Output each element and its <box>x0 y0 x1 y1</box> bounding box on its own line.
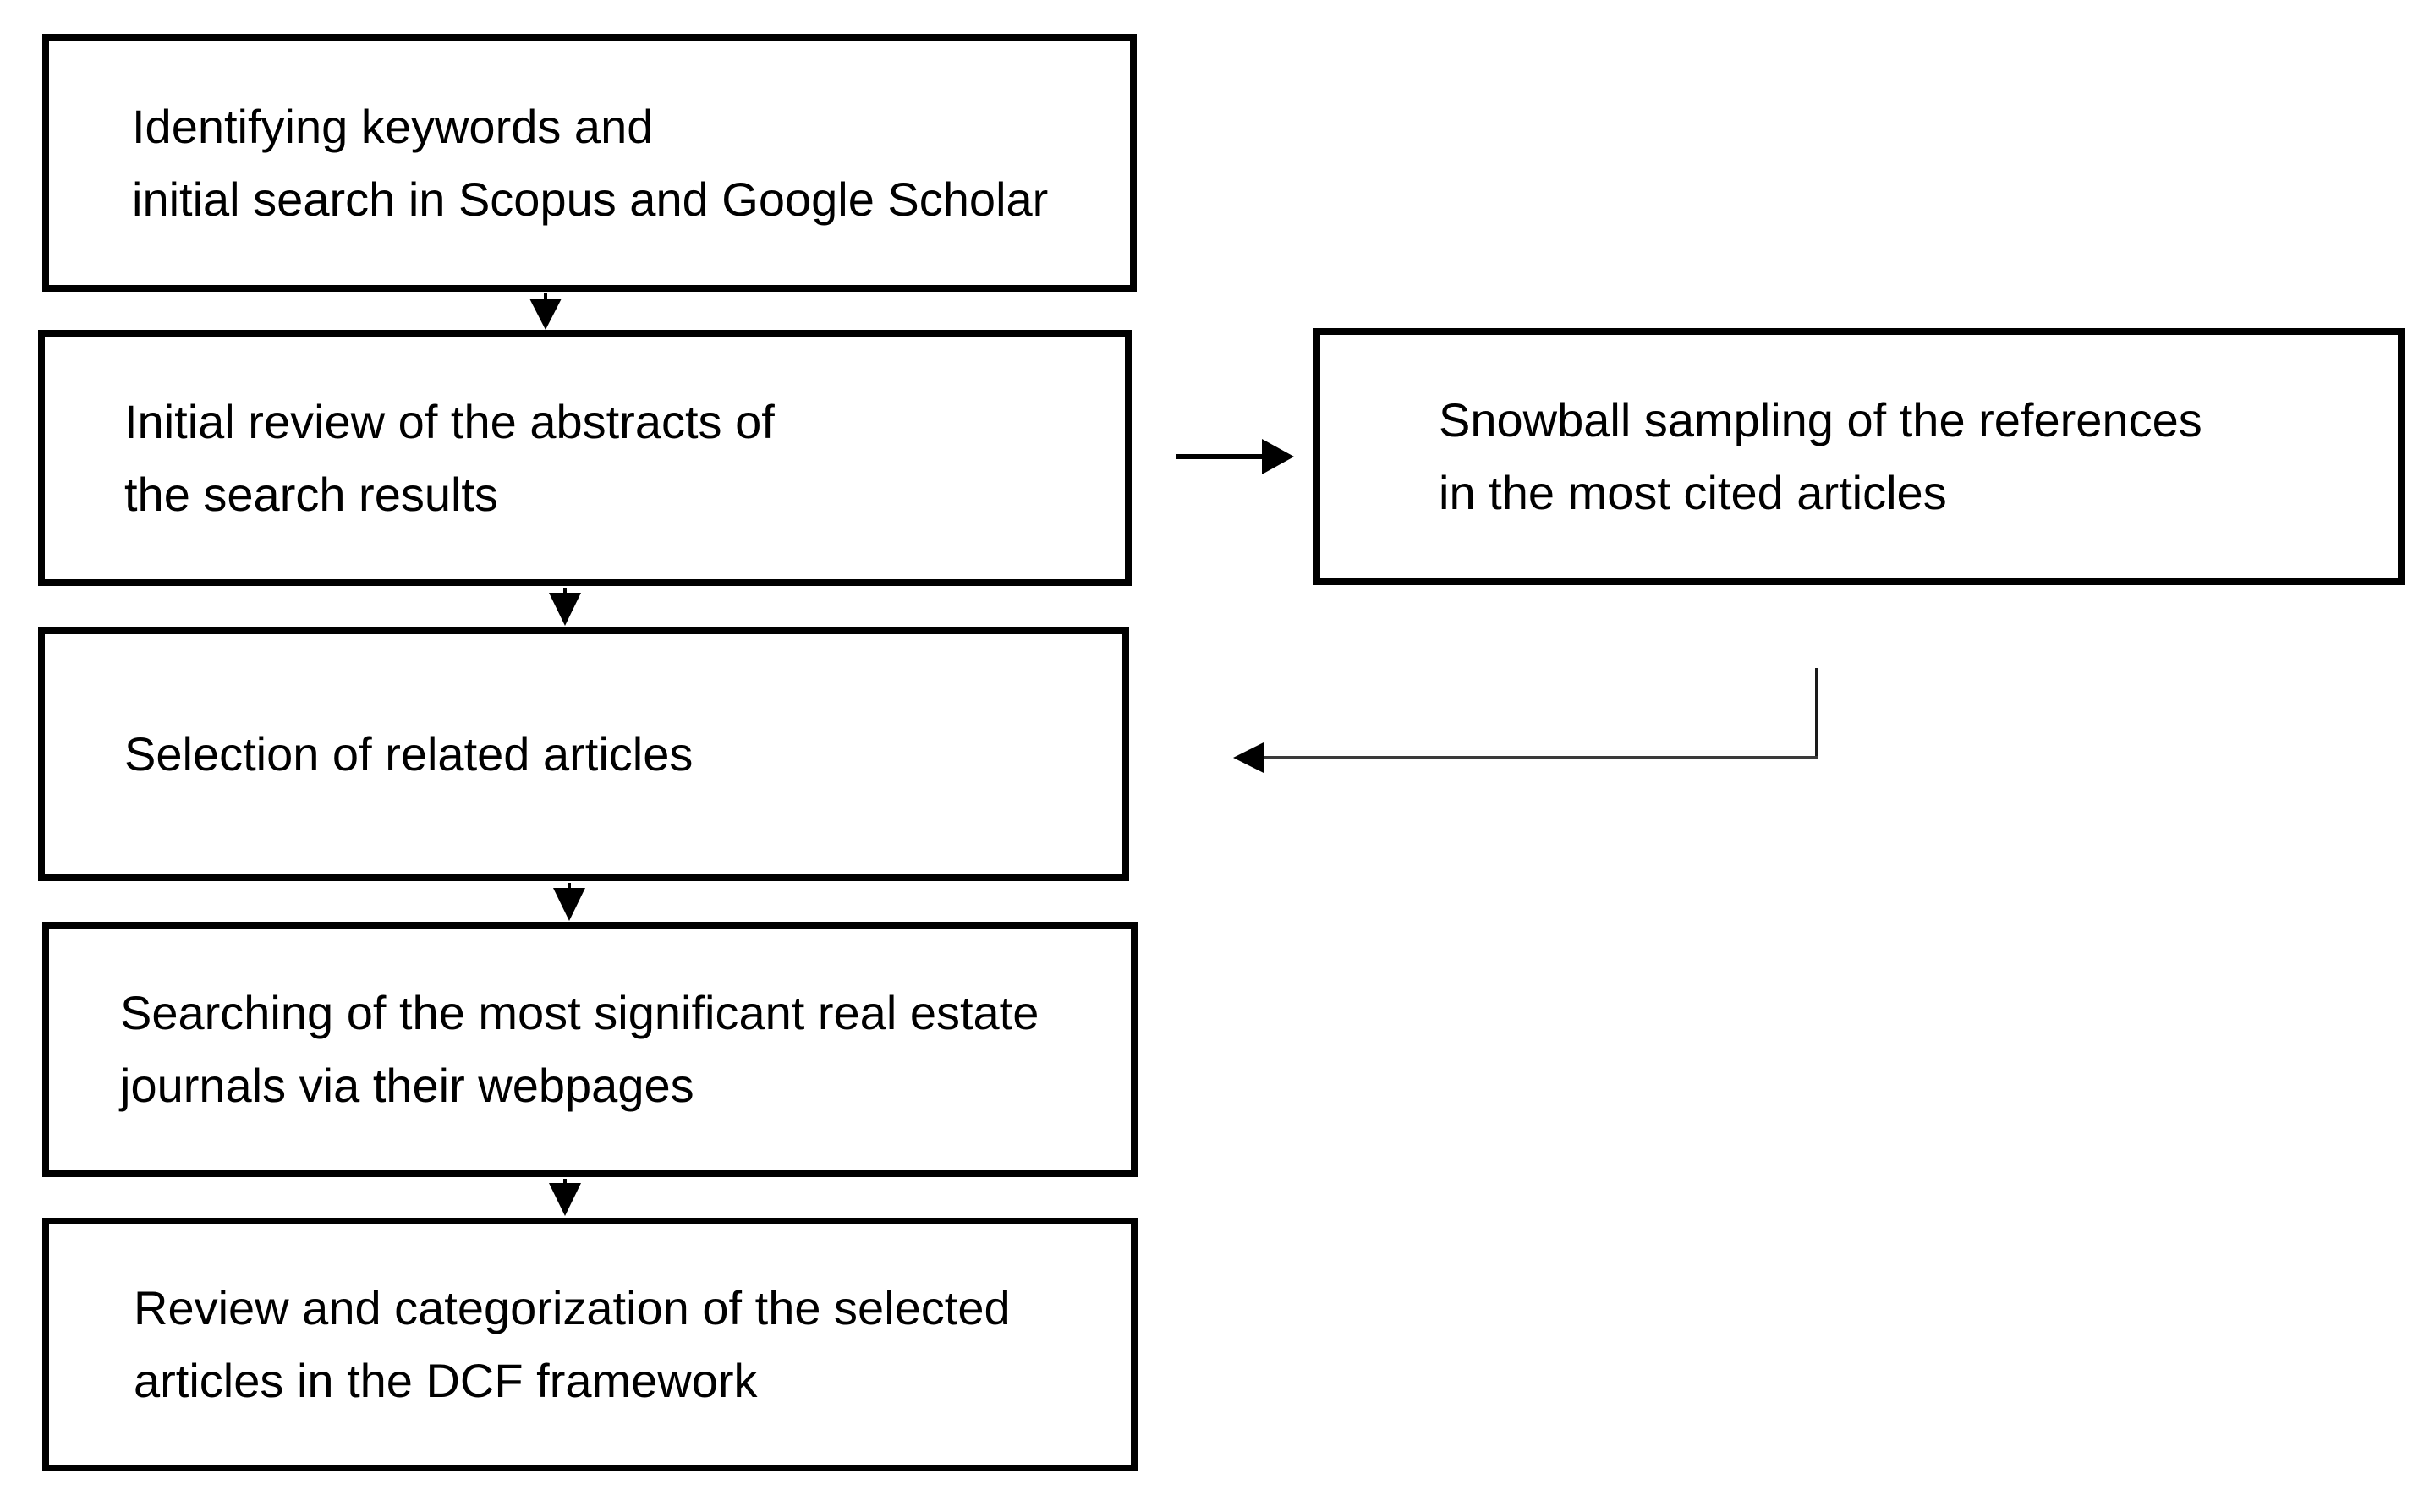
flow-box-article-selection: Selection of related articles <box>38 627 1129 881</box>
flow-box-text-line: Review and categorization of the selecte… <box>134 1281 1011 1334</box>
flow-box-text-line: articles in the DCF framework <box>134 1354 758 1407</box>
arrow-abstracts-to-snowball-icon <box>1176 439 1294 474</box>
flow-box-abstract-review: Initial review of the abstracts of the s… <box>38 330 1132 586</box>
flow-box-text-line: the search results <box>124 467 498 521</box>
flow-box-review-categorization: Review and categorization of the selecte… <box>42 1218 1138 1471</box>
arrow-snowball-to-selection-icon <box>1233 668 1818 773</box>
flow-box-text-line: Selection of related articles <box>124 727 694 781</box>
flow-box-text-line: initial search in Scopus and Google Scho… <box>132 172 1049 226</box>
arrow-selection-to-journals-icon <box>553 883 585 921</box>
flow-box-snowball-sampling: Snowball sampling of the references in t… <box>1313 328 2405 585</box>
flow-box-keywords-search: Identifying keywords and initial search … <box>42 34 1137 292</box>
flow-box-text-line: Initial review of the abstracts of <box>124 394 775 448</box>
arrow-abstracts-to-selection-icon <box>549 588 581 626</box>
flow-box-journal-search: Searching of the most significant real e… <box>42 922 1138 1177</box>
flow-box-text-line: Identifying keywords and <box>132 99 654 153</box>
arrow-journals-to-review-icon <box>549 1179 581 1216</box>
arrow-keywords-to-abstracts-icon <box>529 293 562 330</box>
flow-box-text-line: Searching of the most significant real e… <box>120 986 1039 1039</box>
flow-box-text-line: journals via their webpages <box>120 1059 694 1112</box>
flow-box-text-line: Snowball sampling of the references <box>1439 393 2202 446</box>
flow-box-text-line: in the most cited articles <box>1439 466 1947 519</box>
